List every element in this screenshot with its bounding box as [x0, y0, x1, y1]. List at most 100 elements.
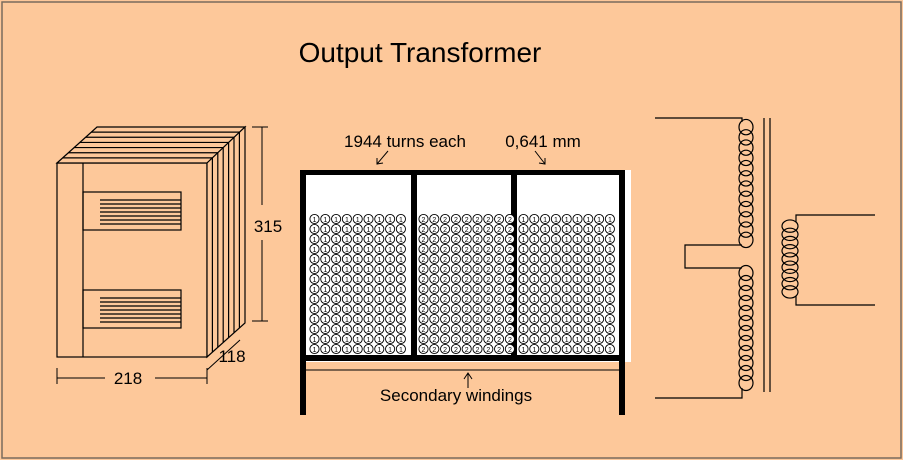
svg-text:2: 2 — [422, 237, 426, 244]
svg-text:2: 2 — [422, 297, 426, 304]
coil-turn: 1 — [540, 263, 551, 275]
coil-turn: 1 — [309, 223, 320, 235]
svg-text:2: 2 — [432, 327, 436, 334]
coil-turn: 1 — [550, 313, 561, 325]
coil-loop — [738, 129, 754, 146]
svg-text:1: 1 — [576, 247, 580, 254]
svg-text:1: 1 — [522, 227, 526, 234]
svg-text:1: 1 — [356, 337, 360, 344]
coil-turn: 2 — [429, 213, 440, 225]
svg-text:1: 1 — [323, 217, 327, 224]
coil-turn: 1 — [385, 343, 396, 355]
svg-text:1: 1 — [565, 247, 569, 254]
svg-text:1: 1 — [345, 277, 349, 284]
coil-turn: 1 — [540, 243, 551, 255]
svg-text:2: 2 — [476, 347, 480, 354]
coil-turn: 1 — [550, 263, 561, 275]
svg-text:2: 2 — [476, 297, 480, 304]
coil-loop — [781, 268, 799, 283]
coil-turn: 1 — [363, 333, 374, 345]
svg-text:2: 2 — [443, 287, 447, 294]
coil-turn: 1 — [561, 313, 572, 325]
svg-text:1: 1 — [543, 247, 547, 254]
coil-turn: 1 — [363, 223, 374, 235]
coil-turn: 1 — [395, 323, 406, 335]
svg-text:1: 1 — [323, 277, 327, 284]
svg-text:1: 1 — [334, 297, 338, 304]
coil-turn: 1 — [374, 263, 385, 275]
coil-turn: 1 — [583, 273, 594, 285]
coil-turn: 1 — [320, 213, 331, 225]
svg-text:2: 2 — [443, 257, 447, 264]
svg-text:1: 1 — [356, 307, 360, 314]
svg-text:1: 1 — [356, 347, 360, 354]
svg-text:1: 1 — [323, 257, 327, 264]
svg-text:1: 1 — [576, 317, 580, 324]
svg-text:1: 1 — [334, 347, 338, 354]
coil-turn: 1 — [583, 343, 594, 355]
svg-text:1: 1 — [586, 287, 590, 294]
coil-turn: 1 — [540, 273, 551, 285]
coil-turn: 1 — [341, 333, 352, 345]
svg-text:1: 1 — [543, 327, 547, 334]
coil-turn: 2 — [504, 263, 515, 275]
svg-text:2: 2 — [486, 327, 490, 334]
svg-text:2: 2 — [465, 287, 469, 294]
svg-text:1: 1 — [377, 267, 381, 274]
coil-turn: 2 — [483, 253, 494, 265]
coil-turn: 2 — [504, 243, 515, 255]
coil-turn: 1 — [374, 313, 385, 325]
svg-text:1: 1 — [554, 227, 558, 234]
svg-text:1: 1 — [345, 327, 349, 334]
coil-turn: 1 — [561, 273, 572, 285]
svg-text:1: 1 — [323, 337, 327, 344]
coil-turn: 1 — [518, 233, 529, 245]
svg-text:2: 2 — [497, 327, 501, 334]
coil-turn: 2 — [440, 233, 451, 245]
coil-turn: 1 — [374, 243, 385, 255]
coil-loop — [738, 231, 754, 249]
svg-text:1: 1 — [554, 257, 558, 264]
coil-turn: 2 — [483, 233, 494, 245]
svg-text:1: 1 — [356, 327, 360, 334]
coil-turn: 1 — [309, 253, 320, 265]
svg-text:1: 1 — [356, 317, 360, 324]
svg-text:1: 1 — [532, 337, 536, 344]
height-dimension-label: 315 — [254, 217, 282, 236]
coil-turn: 2 — [483, 223, 494, 235]
svg-text:2: 2 — [476, 257, 480, 264]
svg-text:2: 2 — [443, 297, 447, 304]
svg-text:1: 1 — [399, 337, 403, 344]
coil-turn: 2 — [504, 283, 515, 295]
svg-text:1: 1 — [586, 217, 590, 224]
coil-turn: 1 — [518, 243, 529, 255]
coil-turn: 1 — [583, 313, 594, 325]
coil-turn: 1 — [529, 273, 540, 285]
bobbin-bottom-bar — [300, 355, 625, 361]
svg-text:1: 1 — [334, 307, 338, 314]
svg-text:1: 1 — [597, 337, 601, 344]
svg-text:2: 2 — [465, 327, 469, 334]
svg-text:1: 1 — [313, 257, 317, 264]
bobbin-top-bar — [300, 170, 625, 175]
coil-turn: 1 — [540, 293, 551, 305]
svg-text:1: 1 — [532, 237, 536, 244]
svg-text:2: 2 — [454, 307, 458, 314]
coil-turn: 1 — [604, 223, 615, 235]
svg-text:1: 1 — [543, 287, 547, 294]
coil-turn: 2 — [450, 263, 461, 275]
coil-loop — [738, 344, 754, 362]
svg-text:2: 2 — [432, 267, 436, 274]
coil-turn: 2 — [418, 333, 429, 345]
coil-turn: 1 — [341, 293, 352, 305]
svg-text:2: 2 — [443, 337, 447, 344]
coil-turn: 1 — [550, 283, 561, 295]
svg-text:1: 1 — [576, 347, 580, 354]
svg-text:1: 1 — [388, 247, 392, 254]
svg-text:2: 2 — [486, 337, 490, 344]
coil-turn: 1 — [352, 223, 363, 235]
coil-turn: 1 — [309, 293, 320, 305]
coil-turn: 1 — [374, 233, 385, 245]
svg-text:1: 1 — [543, 297, 547, 304]
svg-text:1: 1 — [356, 277, 360, 284]
